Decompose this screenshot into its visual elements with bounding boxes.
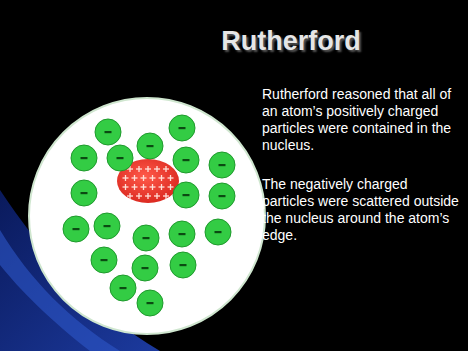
slide-title: Rutherford: [221, 26, 360, 57]
minus-sign: [179, 233, 186, 235]
electron: [137, 133, 163, 159]
electron: [132, 255, 158, 281]
electron: [205, 219, 231, 245]
minus-sign: [104, 225, 111, 227]
minus-sign: [120, 287, 127, 289]
atom-circle: [29, 98, 265, 334]
electron: [91, 247, 117, 273]
electron: [107, 145, 133, 171]
minus-sign: [183, 194, 190, 196]
minus-sign: [101, 259, 108, 261]
electron: [173, 147, 199, 173]
electron: [209, 152, 235, 178]
electrons: [63, 115, 235, 316]
minus-sign: [147, 145, 154, 147]
electron: [71, 180, 97, 206]
electron: [133, 225, 159, 251]
electron: [94, 213, 120, 239]
electron: [209, 183, 235, 209]
electron: [71, 145, 97, 171]
electron: [95, 119, 121, 145]
minus-sign: [81, 192, 88, 194]
minus-sign: [81, 157, 88, 159]
body-text: Rutherford reasoned that all of an atom’…: [262, 86, 462, 154]
minus-sign: [117, 157, 124, 159]
electron: [173, 182, 199, 208]
minus-sign: [180, 264, 187, 266]
body-text: The negatively charged particles were sc…: [262, 176, 462, 244]
electron: [137, 290, 163, 316]
minus-sign: [147, 302, 154, 304]
electron: [169, 115, 195, 141]
minus-sign: [143, 237, 150, 239]
minus-sign: [105, 131, 112, 133]
plus-signs: [123, 166, 174, 199]
electron: [63, 216, 89, 242]
minus-sign: [142, 267, 149, 269]
electron: [110, 275, 136, 301]
minus-sign: [183, 159, 190, 161]
electron: [170, 252, 196, 278]
minus-sign: [73, 228, 80, 230]
minus-sign: [219, 195, 226, 197]
minus-sign: [219, 164, 226, 166]
electron: [169, 221, 195, 247]
minus-sign: [179, 127, 186, 129]
minus-sign: [215, 231, 222, 233]
